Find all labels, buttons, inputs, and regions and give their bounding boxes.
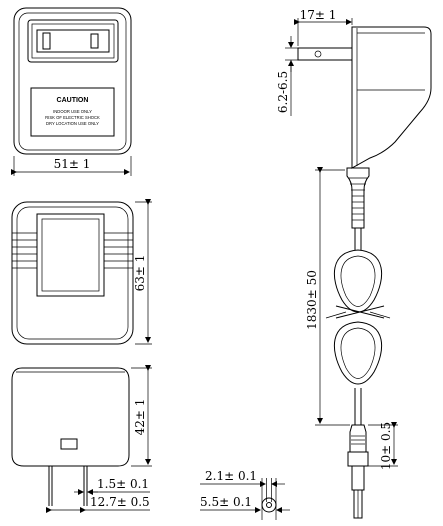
dim-width: 51± 1 (54, 157, 91, 171)
dim-blade-length: 17± 1 (300, 8, 337, 22)
plug-face-view: 2.1± 0.1 5.5± 0.1 (200, 469, 290, 520)
dim-height: 63± 1 (133, 255, 147, 292)
front-view: CAUTION INDOOR USE ONLY RISK OF ELECTRIC… (11, 7, 132, 176)
caution-title: CAUTION (57, 97, 89, 104)
caution-line-2: RISK OF ELECTRIC SHOCK (45, 115, 100, 120)
dim-blade-thickness: 6.2-6.5 (276, 71, 290, 113)
caution-line-1: INDOOR USE ONLY (53, 109, 92, 114)
dim-plug-diameter: 5.5± 0.1 (200, 495, 252, 509)
caution-line-3: DRY LOCATION USE ONLY (46, 121, 99, 126)
dim-depth: 42± 1 (133, 399, 147, 436)
back-view: 63± 1 (11, 199, 152, 345)
dim-plug-length: 10± 0.5 (379, 422, 393, 470)
side-view: 42± 1 1.5± 0.1 12.7± 0.5 (11, 365, 152, 513)
dim-pin-diameter: 2.1± 0.1 (205, 469, 257, 483)
dim-cord-length: 1830± 50 (305, 270, 319, 330)
profile-view: 17± 1 6.2-6.5 (276, 8, 432, 519)
dim-blade-spacing: 12.7± 0.5 (90, 495, 150, 509)
caution-label: CAUTION INDOOR USE ONLY RISK OF ELECTRIC… (30, 87, 115, 137)
dim-blade-width: 1.5± 0.1 (97, 477, 149, 491)
